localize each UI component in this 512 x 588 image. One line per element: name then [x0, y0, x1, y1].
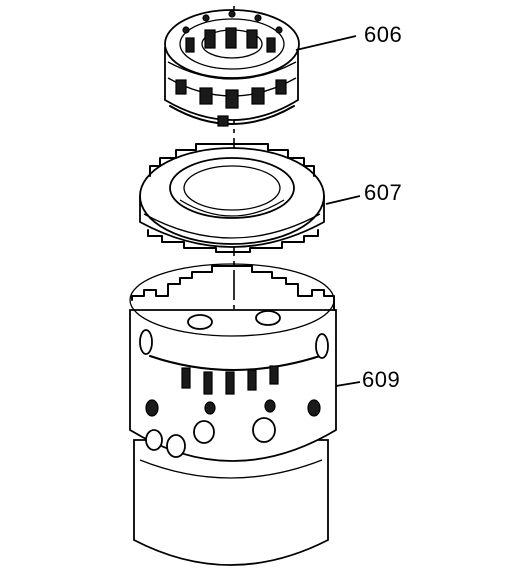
clutch-housing-drum-icon [129, 263, 337, 566]
callout-609: 609 [362, 367, 401, 392]
callout-606: 606 [364, 22, 403, 47]
planetary-carrier-icon [164, 9, 300, 127]
leader-line-606 [295, 35, 357, 51]
leader-line-607 [325, 195, 361, 205]
leader-line-609 [335, 381, 361, 387]
ring-gear-icon [139, 143, 325, 253]
callout-607: 607 [364, 180, 403, 205]
